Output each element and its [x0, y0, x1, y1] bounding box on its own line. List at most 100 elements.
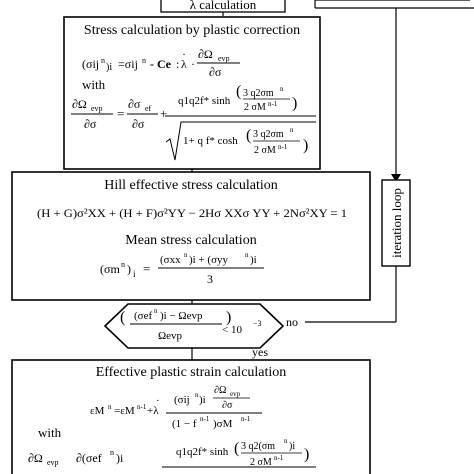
stress-with: with	[82, 77, 106, 92]
mean-num-mid: )i + (σyy	[189, 254, 229, 266]
strain-top-num-a-sup: n	[195, 391, 199, 399]
strain-eq-lhs-sup: n	[108, 403, 112, 411]
mean-num: (σxx	[160, 254, 181, 266]
decision-num-a-end: )i − Ωevp	[160, 310, 203, 322]
decision-den: Ωevp	[158, 330, 183, 342]
decision-num-a: (σef	[134, 310, 152, 322]
mean-eq: =	[143, 261, 150, 276]
strain-box	[11, 359, 371, 474]
mean-num-sup1: n	[184, 251, 188, 259]
eq1-lambda-dot: ·	[182, 47, 186, 61]
decision-cmp: < 10	[222, 324, 242, 336]
decision-num-a-sup: n	[154, 307, 158, 315]
mean-lhs: (σm	[100, 262, 120, 276]
lhs-num: ∂Ω	[72, 97, 87, 111]
strain-with: with	[38, 425, 62, 440]
mean-den: 3	[207, 272, 213, 286]
mean-title: Mean stress calculation	[125, 233, 256, 248]
strain-rhs2-par-den-sup: n-1	[274, 454, 284, 462]
frac-den: ∂σ	[209, 65, 222, 79]
strain-rhs2-paren-open: (	[234, 440, 239, 457]
eq1-lhs: (σij	[82, 57, 99, 71]
lhs-den: ∂σ	[84, 117, 97, 131]
iteration-loop-box	[381, 179, 411, 267]
big-num: q1q2f* sinh	[178, 95, 231, 107]
strain-top-num-c: ∂σ	[222, 400, 233, 411]
decision-yes: yes	[252, 345, 268, 359]
strain-rhs-a-sup: n	[110, 448, 114, 457]
strain-update-equation: εM n =εM n-1 +λ · (σij n )i ∂Ω evp ∂σ (1…	[90, 385, 262, 430]
mean-num-end: )i	[250, 254, 257, 266]
strain-rhs2-par-num: 3 q2(σm	[241, 441, 275, 452]
eq1-minus-ce: - Ce	[150, 57, 172, 71]
strain-rhs-a: ∂(σef	[76, 451, 102, 465]
strain-eq-plus: +λ	[147, 405, 159, 417]
eq1-mid: =σij	[118, 57, 138, 71]
strain-title: Effective plastic strain calculation	[96, 365, 287, 380]
frac-num-sub: evp	[218, 54, 230, 63]
eq1-colon: :	[176, 57, 179, 71]
frac-num: ∂Ω	[198, 47, 213, 61]
strain-top-num-a-end: )i	[199, 394, 206, 406]
stress-title: Stress calculation by plastic correction	[84, 23, 300, 38]
big-den-par-num-sup: n	[290, 126, 294, 134]
hill-equation: (H + G)σ²XX + (H + F)σ²YY − 2Hσ XXσ YY +…	[37, 206, 347, 220]
mean-lhs-sub: i	[133, 269, 136, 279]
eq1-n-sup: n	[101, 56, 105, 65]
strain-eq-mid: =εM	[114, 405, 135, 417]
strain-top-num-b: ∂Ω	[214, 385, 226, 396]
strain-den-a-end: )σM	[213, 418, 233, 430]
big-den-par-den-sup: n-1	[278, 143, 288, 151]
hill-title: Hill effective stress calculation	[104, 178, 278, 193]
strain-rhs2-paren-close: )	[304, 446, 309, 463]
eq1-i-sub: )i	[106, 62, 112, 73]
stress-derivative-equation: ∂Ω evp ∂σ = ∂σ ef ∂σ + q1q2f* sinh ( 3 q…	[71, 83, 316, 161]
strain-top-num-b-sub: evp	[230, 390, 241, 398]
big-num-paren-open: (	[236, 83, 241, 100]
convergence-criterion: ( (σef n )i − Ωevp Ωevp ) < 10 −3	[120, 307, 262, 342]
eq-sign: =	[117, 106, 124, 121]
stress-update-equation: (σij n )i =σij n - Ce : λ · · ∂Ω evp ∂σ	[82, 47, 240, 79]
lhs-num-sub: evp	[91, 104, 103, 113]
eq1-lambda: λ	[181, 57, 187, 71]
big-den-par-num: 3 q2σm	[253, 129, 284, 140]
strain-rhs2: q1q2f* sinh	[176, 446, 229, 458]
strain-rhs-a-end: )i	[116, 451, 124, 465]
plus-sign: +	[160, 106, 167, 121]
strain-den-a: (1 − f	[172, 418, 197, 430]
strain-rhs2-par-num-sup: n	[284, 437, 288, 445]
mean-num-sup2: n	[245, 251, 249, 259]
eq1-dot: ·	[191, 57, 195, 71]
strain-eq-lambda-dot: ·	[156, 395, 160, 407]
strain-eq-lhs: εM	[90, 405, 105, 417]
convergence-decision	[103, 303, 285, 349]
big-num-par-den: 2 σM	[244, 102, 266, 113]
strain-lhs-sub: evp	[47, 458, 59, 467]
strain-derivative-equation: ∂Ω evp ∂(σef n )i q1q2f* sinh ( 3 q2(σm …	[28, 437, 316, 468]
decision-paren-open: (	[120, 309, 125, 326]
eq1-n2-sup: n	[142, 56, 146, 65]
big-den-paren-open: (	[246, 127, 251, 144]
strain-rhs2-par-den: 2 σM	[250, 457, 272, 468]
big-num-paren-close: )	[292, 95, 297, 112]
big-num-par-num-sup: n	[280, 85, 284, 93]
big-den: 1+ q f* cosh	[183, 135, 238, 147]
strain-lhs: ∂Ω	[28, 451, 43, 465]
decision-no: no	[286, 315, 298, 329]
strain-den-a-sup: n-1	[200, 415, 210, 423]
strain-rhs2-par-num-end: )i	[289, 441, 295, 452]
strain-den-a-sup2: n-1	[241, 415, 251, 423]
hill-box	[11, 171, 371, 301]
r1-den: ∂σ	[132, 117, 145, 131]
big-num-par-den-sup: n-1	[268, 100, 278, 108]
big-num-par-num: 3 q2σm	[243, 88, 274, 99]
mean-stress-equation: (σm n ) i = (σxx n )i + (σyy n )i 3	[100, 251, 264, 286]
decision-cmp-exp: −3	[253, 319, 262, 328]
big-den-par-den: 2 σM	[254, 145, 276, 156]
r1-num: ∂σ	[128, 97, 141, 111]
strain-top-num-a: (σij	[174, 394, 190, 406]
iteration-loop-label: iteration loop	[389, 188, 404, 258]
stress-correction-box	[63, 16, 321, 170]
lambda-label: λ calculation	[190, 0, 257, 12]
